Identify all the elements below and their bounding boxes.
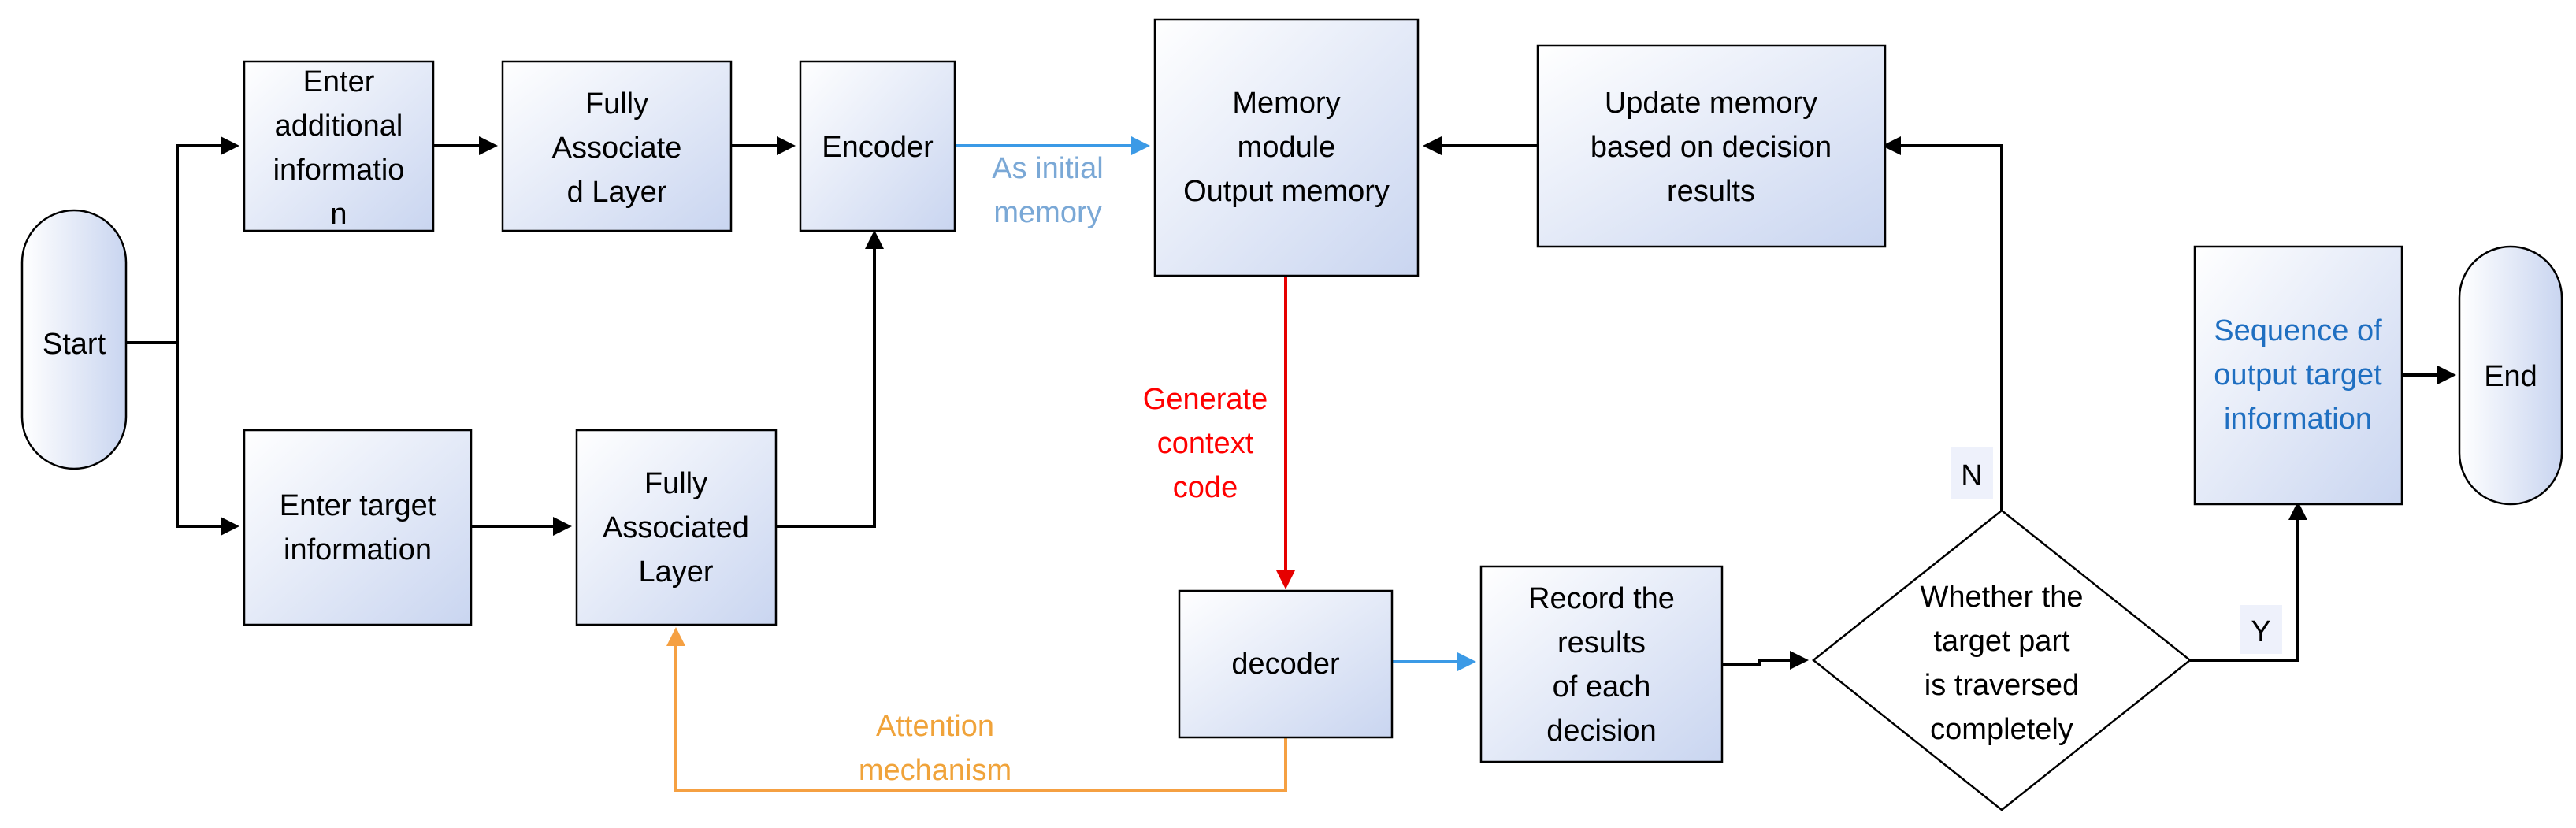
node-label-line: n: [330, 198, 347, 231]
node-label-line: Record the: [1528, 582, 1675, 615]
node-label-line: Fully: [644, 467, 707, 500]
node-label-line: based on decision: [1591, 131, 1832, 164]
edge-label-attention-mechanism: Attention: [876, 710, 994, 743]
node-label-line: results: [1667, 175, 1755, 208]
node-label-line: Associate: [552, 132, 682, 165]
edge-label-no: N: [1961, 459, 1982, 492]
edges: [126, 136, 2456, 792]
node-decoder-label: decoder: [1231, 648, 1340, 681]
edge-fork-to-enter-target: [176, 343, 239, 536]
node-start-label: Start: [43, 328, 106, 361]
edge-decision-yes-to-sequence: [2190, 501, 2307, 662]
node-label-line: decision: [1546, 715, 1656, 748]
node-label-line: d Layer: [567, 176, 667, 209]
edge-label-generate-context-code: context: [1157, 427, 1254, 460]
node-decision-traversed: Whether the target part is traversed com…: [1811, 509, 2192, 811]
node-label-line: Enter: [303, 65, 375, 98]
edge-label-generate-context-code: Generate: [1143, 383, 1268, 416]
edge-label-as-initial-memory: As initial: [992, 152, 1104, 185]
edge-label-as-initial-memory: memory: [993, 196, 1101, 229]
node-record-results: Record the results of each decision: [1479, 565, 1724, 763]
node-start: Start: [20, 209, 128, 470]
node-enter-additional-information: Enter additional informatio n: [243, 60, 435, 232]
node-fully-associated-layer-top: Fully Associate d Layer: [501, 60, 733, 232]
node-end-label: End: [2484, 360, 2537, 393]
edge-fully-bottom-to-encoder: [776, 230, 884, 528]
node-label-line: informatio: [273, 154, 405, 187]
node-label-line: information: [284, 533, 432, 566]
edge-decision-no-to-update: [1882, 136, 2003, 511]
node-fully-associated-layer-bottom: Fully Associated Layer: [575, 429, 778, 626]
node-label-line: Update memory: [1605, 87, 1817, 120]
edge-label-yes-bg: [2240, 605, 2282, 654]
edge-label-no-bg: [1951, 447, 1993, 499]
node-label-line: Enter target: [280, 489, 436, 522]
node-label-line: is traversed: [1925, 669, 2079, 702]
node-label-line: information: [2224, 403, 2372, 436]
node-label-line: Sequence of: [2214, 314, 2382, 347]
node-label-line: Fully: [585, 87, 648, 121]
node-encoder-label: Encoder: [822, 131, 934, 164]
edge-label-attention-mechanism: mechanism: [859, 754, 1011, 787]
node-label-line: module: [1238, 131, 1336, 164]
node-label-line: Layer: [638, 555, 713, 589]
node-label-line: completely: [1930, 713, 2073, 746]
node-label-line: Associated: [603, 511, 749, 544]
edge-attention-decoder-to-fully-bottom: [666, 627, 1287, 792]
node-end: End: [2458, 245, 2563, 506]
edge-fork-to-enter-additional: [176, 136, 239, 343]
node-label-line: output target: [2214, 358, 2382, 392]
edge-labels: As initial memory Generate context code …: [859, 152, 2282, 787]
node-decoder: decoder: [1178, 589, 1394, 739]
node-enter-target-information: Enter target information: [243, 429, 473, 626]
node-label-line: additional: [275, 110, 403, 143]
node-encoder: Encoder: [799, 60, 956, 232]
edge-label-generate-context-code: code: [1173, 471, 1238, 504]
node-label-line: Output memory: [1183, 175, 1390, 208]
node-memory-module: Memory module Output memory: [1153, 18, 1420, 277]
edge-label-yes: Y: [2251, 615, 2270, 648]
node-label-line: target part: [1933, 625, 2070, 658]
node-label-line: Whether the: [1921, 581, 2084, 614]
node-label-line: results: [1557, 626, 1646, 659]
node-update-memory: Update memory based on decision results: [1536, 44, 1887, 248]
edge-record-to-decision: [1722, 651, 1809, 670]
node-label-line: Memory: [1232, 87, 1340, 120]
node-label-line: of each: [1553, 670, 1651, 704]
node-sequence-output: Sequence of output target information: [2193, 245, 2403, 506]
